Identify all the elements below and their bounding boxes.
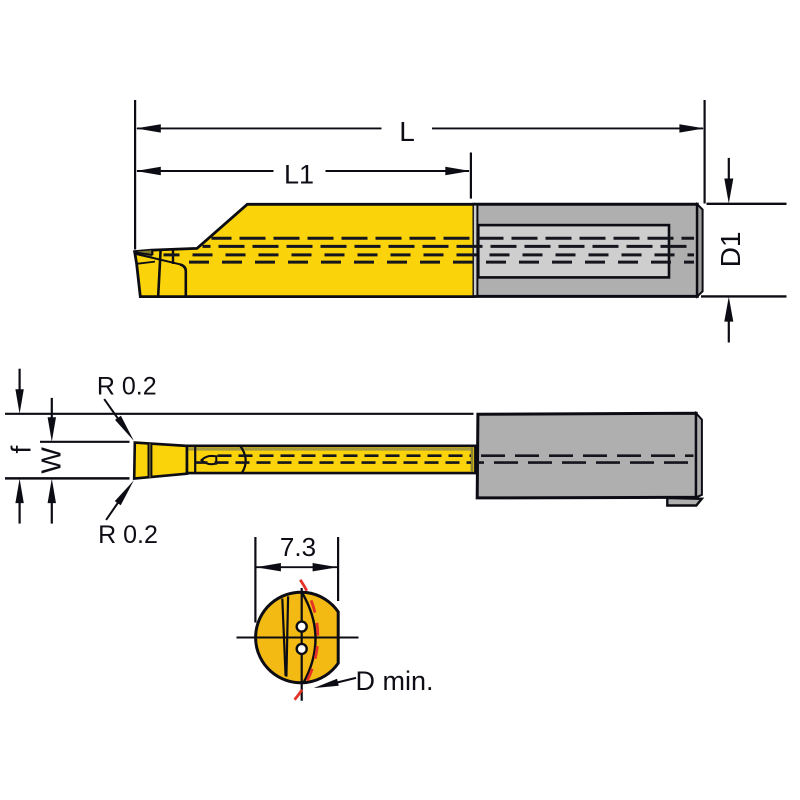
svg-text:W: W [35, 447, 66, 474]
svg-text:L1: L1 [284, 160, 314, 190]
svg-text:D1: D1 [715, 232, 746, 268]
svg-text:D min.: D min. [356, 666, 434, 696]
svg-text:R 0.2: R 0.2 [97, 373, 157, 401]
svg-text:f: f [6, 445, 37, 453]
svg-text:7.3: 7.3 [280, 532, 316, 562]
svg-text:R 0.2: R 0.2 [98, 521, 158, 549]
svg-text:L: L [399, 116, 415, 147]
